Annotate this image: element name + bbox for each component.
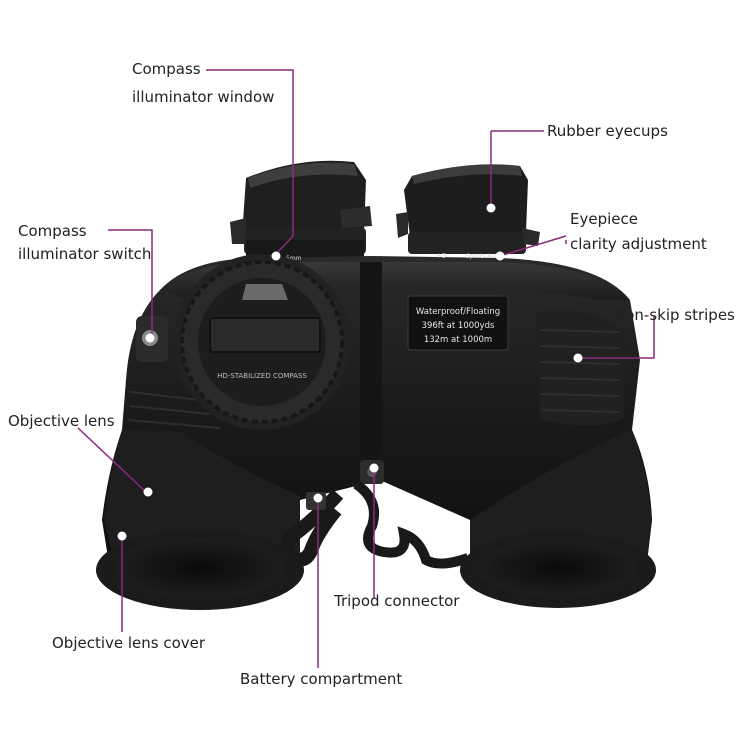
non-skip-stripes-panel (536, 310, 624, 426)
marker-dots (117, 203, 583, 541)
focus-scale-plus: +5 (436, 252, 446, 260)
compass-module: HD-STABILIZED COMPASS (136, 254, 350, 430)
compass-ring-text: HD-STABILIZED COMPASS (217, 372, 307, 380)
dot-tripod (369, 463, 379, 473)
leader-lines (77, 69, 655, 668)
label-battery-compartment: Battery compartment (240, 670, 403, 688)
dot-battery (313, 493, 323, 503)
eyepiece-brand-text: Sports Auto (466, 253, 501, 260)
label-objective-lens-cover: Objective lens cover (52, 634, 206, 652)
left-eyepiece-mark: 5mm (286, 255, 302, 262)
label-illuminator-switch-line1: Compass (18, 222, 87, 240)
label-eyepiece-line1: Eyepiece (570, 210, 638, 228)
plate-line-2: 396ft at 1000yds (422, 321, 495, 331)
label-nonskip-stripes: Non-skip stripes (614, 306, 735, 324)
label-compass-window-line1: Compass (132, 60, 201, 78)
label-rubber-eyecups: Rubber eyecups (547, 122, 668, 140)
left-side-stripes (127, 391, 221, 429)
left-objective-lens (96, 530, 304, 610)
compass-window-glass (242, 284, 288, 300)
dot-objective-lens (143, 487, 153, 497)
label-eyepiece-line2: clarity adjustment (570, 235, 707, 253)
dot-compass-window (271, 251, 281, 261)
dot-nonskip (573, 353, 583, 363)
eyepiece-markings: +5 Sports Auto 5mm (286, 252, 501, 262)
label-tripod-connector: Tripod connector (334, 592, 460, 610)
plate-line-3: 132m at 1000m (424, 335, 492, 345)
dot-rubber-eyecups (486, 203, 496, 213)
info-plate: Waterproof/Floating 396ft at 1000yds 132… (407, 295, 509, 351)
left-eyecup (230, 160, 372, 262)
plate-line-1: Waterproof/Floating (416, 307, 500, 317)
dot-eyepiece (495, 251, 505, 261)
dot-lens-cover (117, 531, 127, 541)
right-eyecup (396, 164, 540, 254)
label-illuminator-switch-line2: illuminator switch (18, 245, 152, 263)
dot-illuminator-switch (145, 333, 155, 343)
right-objective-lens (460, 532, 656, 608)
label-compass-window-line2: illuminator window (132, 88, 275, 106)
label-objective-lens: Objective lens (8, 412, 115, 430)
